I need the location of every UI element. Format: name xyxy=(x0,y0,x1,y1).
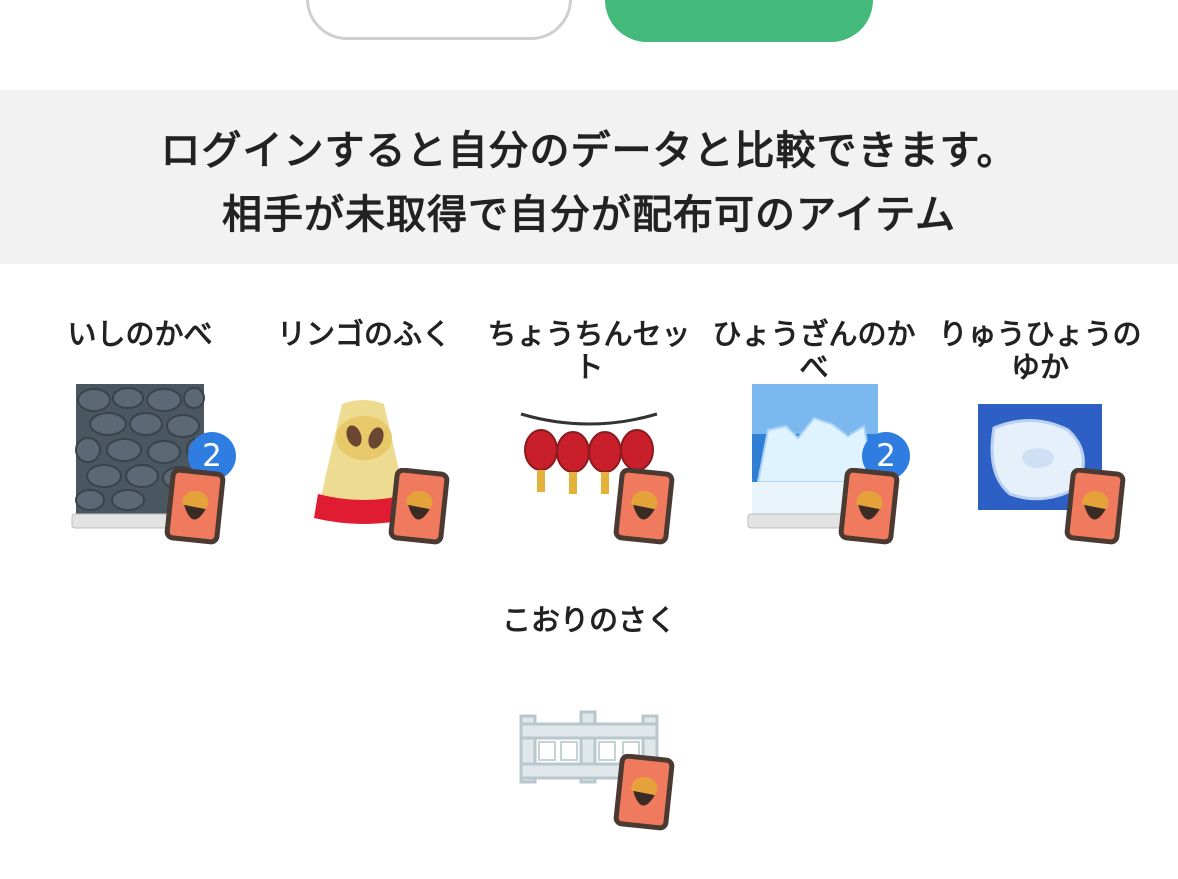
diy-recipe-card-icon xyxy=(613,468,675,545)
item-name: こおりのさく xyxy=(501,603,676,637)
diy-recipe-card-icon xyxy=(613,754,675,831)
item-name: ひょうざんのかべ xyxy=(712,317,916,384)
item-card[interactable]: ちょうちんセット xyxy=(477,318,701,558)
banner-login-message: ログインすると自分のデータと比較できます。 xyxy=(160,128,1018,174)
apple-outfit-image xyxy=(314,400,412,524)
item-card[interactable]: こおりのさく xyxy=(477,604,701,844)
item-name: いしのかべ xyxy=(67,317,213,351)
login-info-banner: ログインすると自分のデータと比較できます。 相手が未取得で自分が配布可のアイテム xyxy=(0,90,1178,264)
item-name: リンゴのふく xyxy=(276,317,451,351)
item-name: ちょうちんセット xyxy=(487,317,691,384)
item-card[interactable]: ひょうざんのかべ 2 xyxy=(702,318,926,558)
primary-button[interactable] xyxy=(605,0,873,42)
stone-wall-image xyxy=(71,384,209,529)
item-card[interactable]: いしのかべ 2 xyxy=(28,318,252,558)
diy-recipe-card-icon xyxy=(1064,468,1126,545)
item-name: りゅうひょうのゆか xyxy=(938,317,1142,384)
diy-recipe-card-icon xyxy=(838,468,900,545)
top-button-row xyxy=(0,0,1178,60)
ice-floe-floor-image xyxy=(978,404,1102,510)
diy-recipe-card-icon xyxy=(388,468,450,545)
item-card[interactable]: りゅうひょうのゆか xyxy=(928,318,1152,558)
secondary-button[interactable] xyxy=(306,0,572,40)
diy-recipe-card-icon xyxy=(164,468,226,545)
banner-section-title: 相手が未取得で自分が配布可のアイテム xyxy=(222,192,956,238)
item-card[interactable]: リンゴのふく xyxy=(252,318,476,558)
